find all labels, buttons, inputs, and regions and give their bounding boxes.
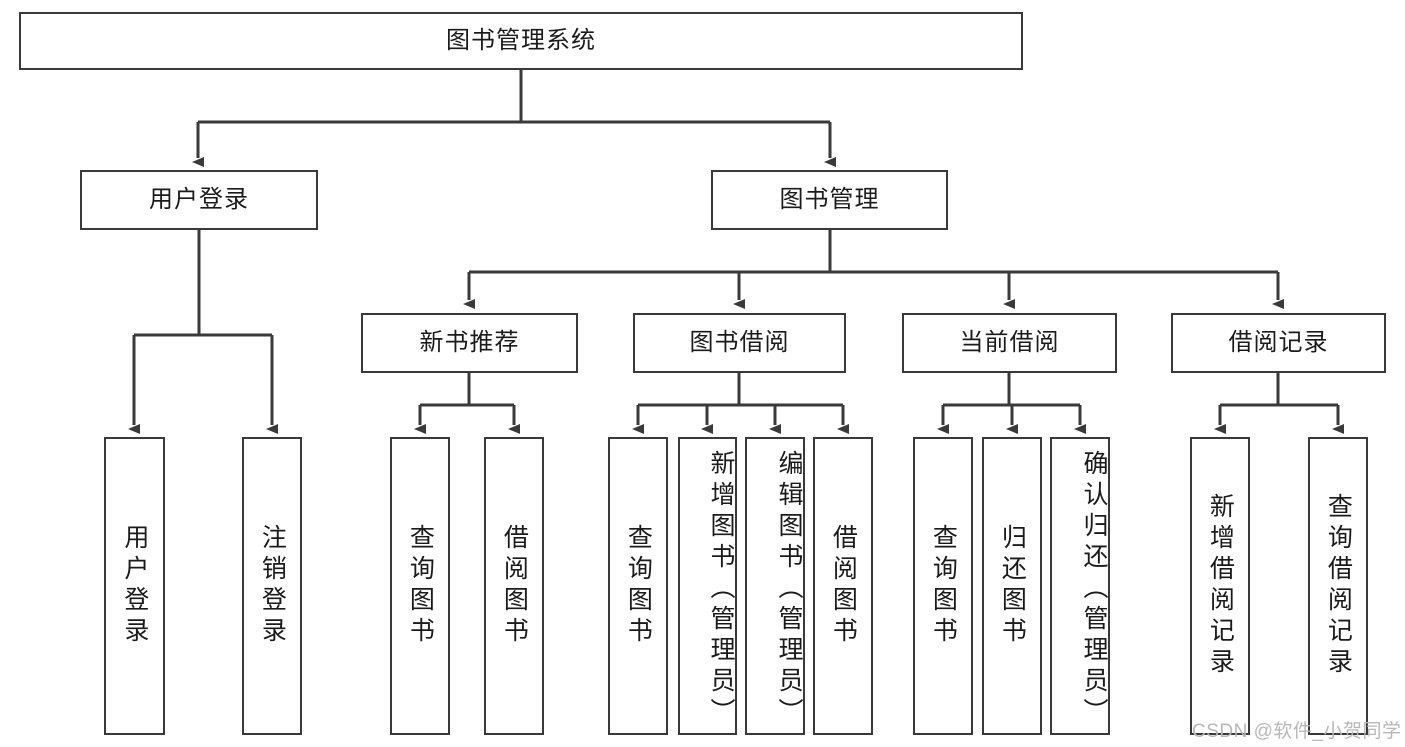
leaf-return-book-label: 归还图书: [998, 524, 1027, 648]
node-new-book-recommend[interactable]: 新书推荐: [361, 313, 578, 373]
node-book-management[interactable]: 图书管理: [711, 170, 948, 230]
node-user-login-label: 用户登录: [149, 185, 249, 213]
leaf-user-login[interactable]: 用户登录: [104, 437, 165, 735]
leaf-query-book-borrow[interactable]: 查询图书: [608, 437, 668, 735]
leaf-add-book-admin-label: 新增图书（管理员）: [707, 449, 735, 729]
leaf-add-borrow-record[interactable]: 新增借阅记录: [1190, 437, 1250, 735]
leaf-logout[interactable]: 注销登录: [242, 437, 302, 735]
leaf-query-book-current-label: 查询图书: [929, 524, 958, 648]
leaf-edit-book-admin[interactable]: 编辑图书（管理员）: [745, 437, 805, 735]
node-root-label: 图书管理系统: [446, 26, 596, 54]
node-user-login[interactable]: 用户登录: [80, 170, 318, 230]
node-new-book-recommend-label: 新书推荐: [419, 328, 520, 356]
leaf-edit-book-admin-label: 编辑图书（管理员）: [775, 449, 803, 729]
leaf-borrow-book[interactable]: 借阅图书: [813, 437, 873, 735]
leaf-add-book-admin[interactable]: 新增图书（管理员）: [678, 437, 737, 735]
node-borrow-record-label: 借阅记录: [1228, 328, 1329, 356]
node-book-borrow[interactable]: 图书借阅: [633, 313, 846, 373]
leaf-return-book[interactable]: 归还图书: [982, 437, 1042, 735]
leaf-query-book-current[interactable]: 查询图书: [913, 437, 973, 735]
leaf-query-book-recommend[interactable]: 查询图书: [390, 437, 450, 735]
node-root[interactable]: 图书管理系统: [19, 12, 1023, 70]
leaf-add-borrow-record-label: 新增借阅记录: [1206, 493, 1235, 679]
csdn-watermark: CSDN @软件_小贺同学: [1192, 721, 1402, 742]
leaf-confirm-return-admin[interactable]: 确认归还（管理员）: [1050, 437, 1110, 735]
leaf-borrow-book-recommend-label: 借阅图书: [500, 524, 529, 648]
leaf-borrow-book-recommend[interactable]: 借阅图书: [484, 437, 544, 735]
leaf-confirm-return-admin-label: 确认归还（管理员）: [1080, 449, 1108, 729]
node-current-borrow-label: 当前借阅: [959, 328, 1060, 356]
leaf-borrow-book-label: 借阅图书: [829, 524, 858, 648]
leaf-query-borrow-record[interactable]: 查询借阅记录: [1308, 437, 1368, 735]
node-book-borrow-label: 图书借阅: [689, 328, 790, 356]
leaf-query-book-recommend-label: 查询图书: [406, 524, 435, 648]
node-borrow-record[interactable]: 借阅记录: [1171, 313, 1386, 373]
node-current-borrow[interactable]: 当前借阅: [902, 313, 1117, 373]
node-book-management-label: 图书管理: [779, 185, 880, 213]
leaf-user-login-label: 用户登录: [120, 524, 149, 648]
leaf-query-borrow-record-label: 查询借阅记录: [1324, 493, 1353, 679]
leaf-logout-label: 注销登录: [258, 524, 287, 648]
leaf-query-book-borrow-label: 查询图书: [624, 524, 653, 648]
